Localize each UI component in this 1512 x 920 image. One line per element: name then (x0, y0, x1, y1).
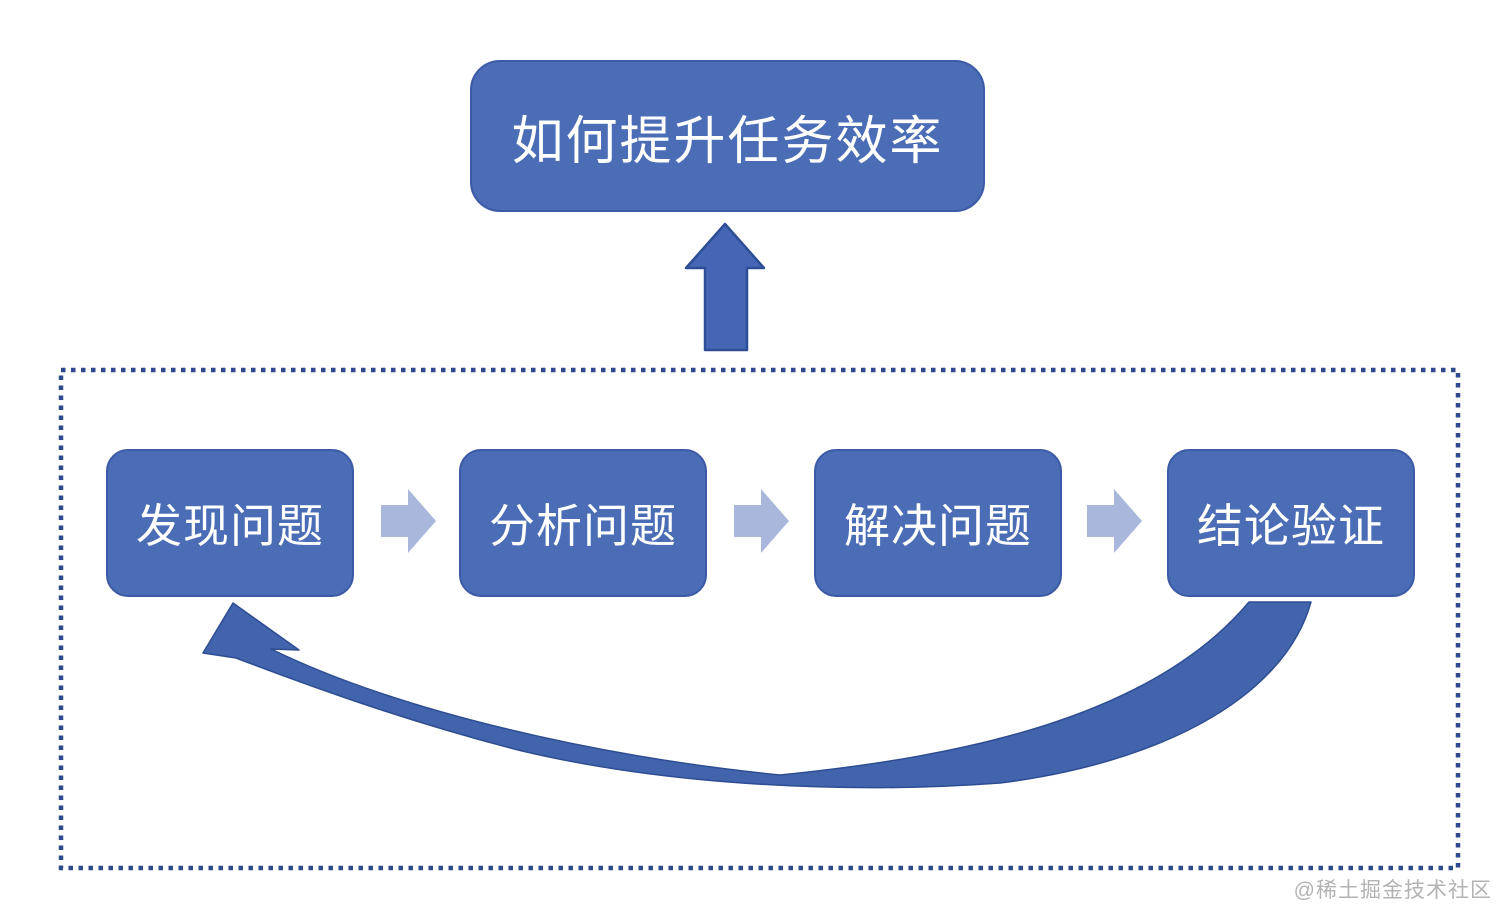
up-arrow-icon (684, 222, 766, 352)
watermark: @稀土掘金技术社区 (1293, 879, 1492, 902)
arrow-right-icon (1087, 489, 1142, 553)
step-label: 结论验证 (1197, 500, 1385, 552)
title-box: 如何提升任务效率 (470, 60, 985, 212)
step-box-analyze: 分析问题 (459, 449, 707, 597)
title-box-label: 如何提升任务效率 (511, 112, 944, 171)
step-box-solve: 解决问题 (814, 449, 1062, 597)
step-box-discover: 发现问题 (106, 449, 354, 597)
arrow-right-icon (381, 489, 436, 553)
step-box-verify: 结论验证 (1167, 449, 1415, 597)
step-label: 发现问题 (136, 500, 324, 552)
feedback-arrow-icon (202, 601, 1312, 789)
step-label: 解决问题 (844, 500, 1032, 552)
step-label: 分析问题 (489, 500, 677, 552)
arrow-right-icon (734, 489, 789, 553)
dotted-container-border (58, 367, 1461, 871)
